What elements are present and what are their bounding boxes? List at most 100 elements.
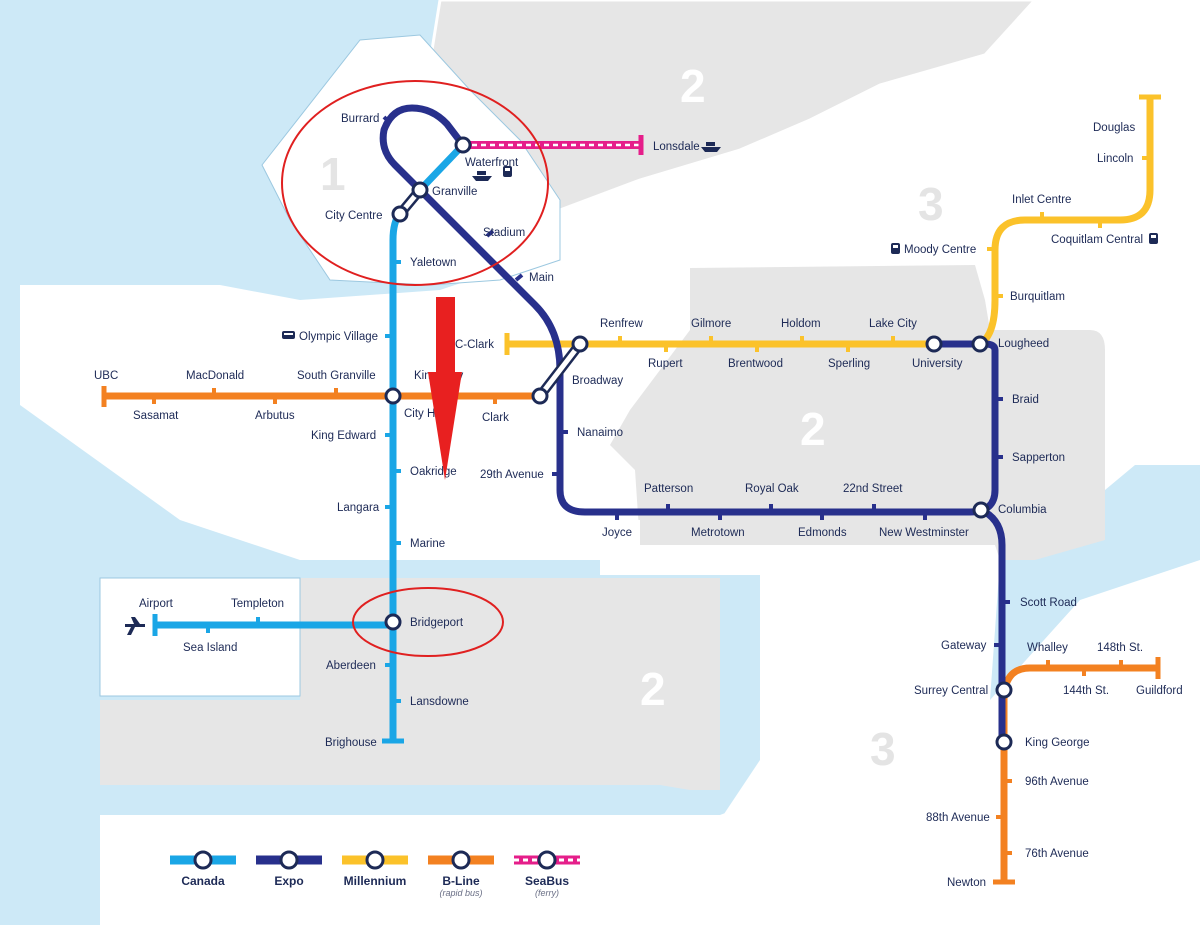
broadway-commercial-link-inner bbox=[538, 342, 582, 398]
zone-3-north-label: 3 bbox=[918, 178, 944, 230]
label-rupert: Rupert bbox=[648, 358, 683, 370]
vancouver-peninsula bbox=[20, 280, 640, 560]
label-holdom: Holdom bbox=[781, 318, 821, 330]
label-royal-oak: Royal Oak bbox=[745, 483, 799, 495]
label-new-westminster: New Westminster bbox=[879, 527, 969, 539]
label-airport: Airport bbox=[139, 598, 174, 610]
label-lincoln: Lincoln bbox=[1097, 153, 1133, 165]
label-edmonds: Edmonds bbox=[798, 527, 847, 539]
label-renfrew: Renfrew bbox=[600, 318, 644, 330]
legend-bline: B-Line (rapid bus) bbox=[428, 850, 494, 898]
annotation-downtown-circle bbox=[281, 80, 549, 286]
label-88th-avenue: 88th Avenue bbox=[926, 812, 990, 824]
expo-line-loop bbox=[379, 104, 466, 193]
station-city-hall[interactable] bbox=[384, 387, 402, 405]
label-city-centre: City Centre bbox=[325, 210, 383, 222]
station-waterfront[interactable] bbox=[454, 136, 472, 154]
label-nanaimo: Nanaimo bbox=[577, 427, 623, 439]
label-university: University bbox=[912, 358, 963, 370]
expo-line-main bbox=[417, 187, 999, 516]
label-coquitlam-central: Coquitlam Central bbox=[1051, 234, 1143, 246]
label-stadium: Stadium bbox=[483, 227, 525, 239]
label-joyce: Joyce bbox=[602, 527, 632, 539]
label-brighouse: Brighouse bbox=[325, 737, 377, 749]
zone-2-north-label: 2 bbox=[680, 60, 706, 112]
train-icon bbox=[282, 331, 295, 339]
label-scott-road: Scott Road bbox=[1020, 597, 1077, 609]
label-olympic-village: Olympic Village bbox=[299, 331, 378, 343]
station-lougheed[interactable] bbox=[971, 335, 989, 353]
label-gilmore: Gilmore bbox=[691, 318, 731, 330]
legend-millennium: Millennium bbox=[342, 850, 408, 888]
label-22nd-street: 22nd Street bbox=[843, 483, 903, 495]
label-patterson: Patterson bbox=[644, 483, 693, 495]
label-columbia: Columbia bbox=[998, 504, 1047, 516]
legend-seabus: SeaBus (ferry) bbox=[514, 850, 580, 898]
bus-icon bbox=[503, 166, 512, 177]
south-land-zone3 bbox=[100, 560, 1200, 925]
annotation-bridgeport-circle bbox=[352, 587, 504, 657]
label-sperling: Sperling bbox=[828, 358, 870, 370]
tick-burrard bbox=[382, 115, 392, 125]
station-bridgeport[interactable] bbox=[384, 613, 402, 631]
sea-island-land bbox=[99, 577, 301, 697]
tick-main bbox=[514, 273, 524, 282]
legend-millennium-label: Millennium bbox=[344, 874, 407, 888]
label-lougheed: Lougheed bbox=[998, 338, 1049, 350]
label-29th-avenue: 29th Avenue bbox=[480, 469, 544, 481]
legend: Canada Expo Millennium B-Line (rapid bus… bbox=[170, 850, 580, 898]
station-surrey-central[interactable] bbox=[995, 681, 1013, 699]
interchanges bbox=[384, 136, 1013, 751]
zone-3-south-label: 3 bbox=[870, 723, 896, 775]
zone-2-burnaby-label: 2 bbox=[800, 403, 826, 455]
station-ticks bbox=[152, 115, 1150, 855]
airplane-icon bbox=[125, 617, 145, 635]
bus-icon bbox=[891, 243, 900, 254]
label-marine: Marine bbox=[410, 538, 445, 550]
label-douglas: Douglas bbox=[1093, 122, 1135, 134]
label-surrey-central: Surrey Central bbox=[914, 685, 988, 697]
legend-seabus-label: SeaBus bbox=[525, 874, 569, 888]
label-king-edward: King Edward bbox=[311, 430, 376, 442]
station-granville[interactable] bbox=[411, 181, 429, 199]
annotation-red-arrow bbox=[428, 297, 462, 480]
label-arbutus: Arbutus bbox=[255, 410, 295, 422]
label-moody-centre: Moody Centre bbox=[904, 244, 976, 256]
label-gateway: Gateway bbox=[941, 640, 987, 652]
legend-seabus-sublabel: (ferry) bbox=[535, 888, 559, 898]
label-guildford: Guildford bbox=[1136, 685, 1183, 697]
label-oakridge: Oakridge bbox=[410, 466, 457, 478]
label-newton: Newton bbox=[947, 877, 986, 889]
station-broadway[interactable] bbox=[531, 387, 549, 405]
station-commercial[interactable] bbox=[571, 335, 589, 353]
label-sasamat: Sasamat bbox=[133, 410, 179, 422]
label-burrard: Burrard bbox=[341, 113, 379, 125]
station-city-centre[interactable] bbox=[391, 205, 409, 223]
label-waterfront: Waterfront bbox=[465, 157, 519, 169]
ferry-icon bbox=[472, 171, 492, 181]
label-whalley: Whalley bbox=[1027, 642, 1068, 654]
bus-icon bbox=[1149, 233, 1158, 244]
legend-canada-label: Canada bbox=[181, 874, 225, 888]
downtown-peninsula bbox=[261, 34, 561, 286]
tick-stadium bbox=[485, 229, 495, 238]
station-king-george[interactable] bbox=[995, 733, 1013, 751]
label-lansdowne: Lansdowne bbox=[410, 696, 469, 708]
label-burquitlam: Burquitlam bbox=[1010, 291, 1065, 303]
label-langara: Langara bbox=[337, 502, 380, 514]
station-university[interactable] bbox=[925, 335, 943, 353]
label-templeton: Templeton bbox=[231, 598, 284, 610]
label-96th-avenue: 96th Avenue bbox=[1025, 776, 1089, 788]
ferry-icon bbox=[701, 142, 721, 152]
label-braid: Braid bbox=[1012, 394, 1039, 406]
label-macdonald: MacDonald bbox=[186, 370, 244, 382]
label-sapperton: Sapperton bbox=[1012, 452, 1065, 464]
label-76th-avenue: 76th Avenue bbox=[1025, 848, 1089, 860]
legend-expo-label: Expo bbox=[274, 874, 303, 888]
label-metrotown: Metrotown bbox=[691, 527, 745, 539]
legend-bline-label: B-Line bbox=[442, 874, 480, 888]
label-ubc: UBC bbox=[94, 370, 118, 382]
label-bridgeport: Bridgeport bbox=[410, 617, 464, 629]
label-inlet-centre: Inlet Centre bbox=[1012, 194, 1071, 206]
station-columbia[interactable] bbox=[972, 501, 990, 519]
